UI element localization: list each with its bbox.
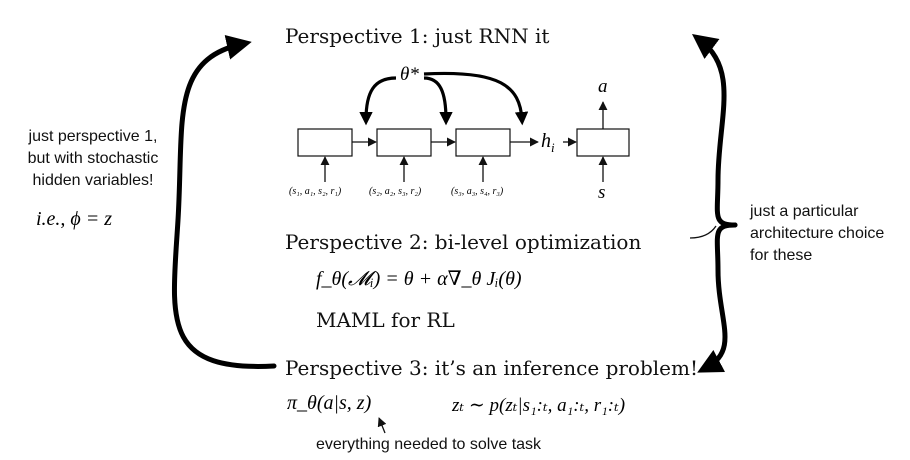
left-note-line-1: just perspective 1,: [28, 128, 158, 145]
perspective-1-title: Perspective 1: just RNN it: [285, 24, 550, 48]
transition-tuple-1: (s₁, a₁, s₂, r₁): [289, 186, 342, 197]
state-label: s: [598, 182, 606, 203]
transition-tuple-3: (s₃, a₃, s₄, r₃): [451, 186, 504, 197]
caption-arrow: [377, 417, 387, 434]
right-curved-arrow-lower: [697, 222, 738, 373]
right-curved-arrow: [692, 33, 738, 228]
theta-arrow-2: [423, 76, 453, 126]
transition-tuple-2: (s₂, a₂, s₃, r₂): [369, 186, 422, 197]
left-note-line-3: hidden variables!: [32, 172, 154, 189]
right-note-line-3: for these: [750, 247, 813, 264]
latent-caption: everything needed to solve task: [316, 436, 542, 453]
left-note: just perspective 1, but with stochastic …: [18, 126, 168, 192]
policy-formula: π_θ(a|s, z): [287, 392, 372, 414]
right-note-line-2: architecture choice: [750, 225, 885, 242]
rnn-cell-3: [455, 128, 511, 157]
right-note-line-1: just a particular: [750, 203, 859, 220]
right-note: just a particular architecture choice fo…: [750, 201, 910, 267]
hidden-state-label: hi: [541, 130, 555, 156]
perspective-2-title: Perspective 2: bi-level optimization: [285, 230, 642, 254]
brace-connector: [689, 225, 717, 239]
theta-arrow-3: [423, 71, 529, 126]
theta-arrow-1: [359, 76, 397, 126]
theta-star-label: θ*: [400, 64, 419, 85]
maml-label: MAML for RL: [316, 308, 455, 332]
rnn-cell-2: [376, 128, 432, 157]
action-label: a: [598, 76, 608, 97]
posterior-formula: zₜ ∼ p(zₜ|s₁:ₜ, a₁:ₜ, r₁:ₜ): [452, 395, 626, 416]
left-note-line-2: but with stochastic: [27, 150, 159, 167]
perspective-3-title: Perspective 3: it’s an inference problem…: [285, 356, 699, 380]
left-curved-arrow: [171, 35, 277, 369]
policy-cell: [576, 128, 630, 157]
hidden-state-symbol: h: [541, 130, 551, 152]
maml-update-formula: f_θ(𝓜ᵢ) = θ + α∇_θ Jᵢ(θ): [316, 268, 522, 290]
hidden-state-subscript: i: [551, 140, 555, 155]
left-note-math: i.e., ϕ = z: [36, 208, 113, 230]
rnn-cell-1: [297, 128, 353, 157]
